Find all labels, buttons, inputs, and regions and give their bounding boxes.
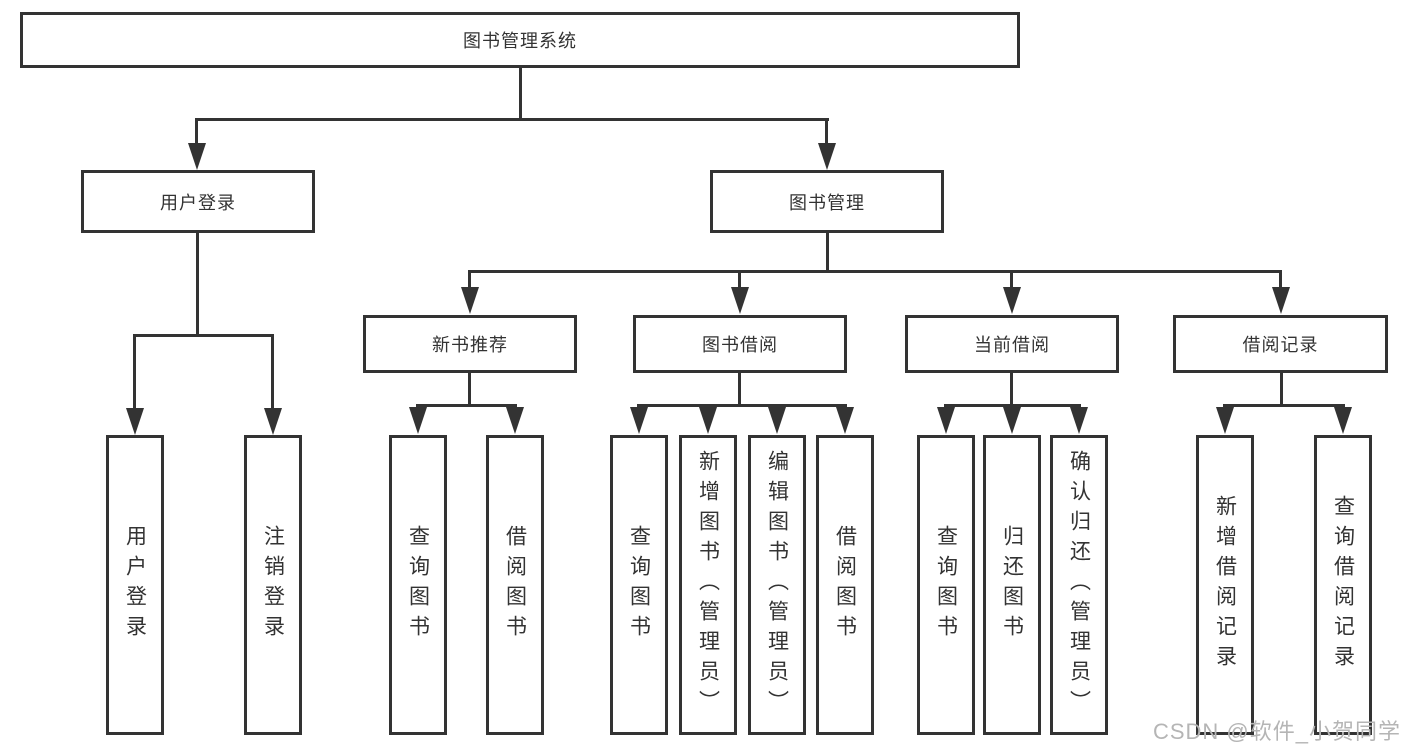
node-book-management: 图书管理 bbox=[710, 170, 944, 233]
leaf-label: 查询图书 bbox=[627, 525, 651, 645]
leaf-label: 借阅图书 bbox=[833, 525, 857, 645]
connector-line bbox=[468, 270, 1282, 273]
connector-line bbox=[195, 118, 198, 146]
node-borrow-records: 借阅记录 bbox=[1173, 315, 1388, 373]
arrow-down-icon bbox=[1003, 287, 1021, 314]
arrow-down-icon bbox=[1334, 407, 1352, 434]
connector-line bbox=[1280, 373, 1283, 407]
leaf-label: 借阅图书 bbox=[503, 525, 527, 645]
node-user-login: 用户登录 bbox=[81, 170, 315, 233]
leaf-query-books-borrow: 查询图书 bbox=[610, 435, 668, 735]
leaf-borrow-books: 借阅图书 bbox=[816, 435, 874, 735]
node-new-book-recommend: 新书推荐 bbox=[363, 315, 577, 373]
leaf-query-books-recommend: 查询图书 bbox=[389, 435, 447, 735]
connector-line bbox=[196, 233, 199, 337]
connector-line bbox=[1279, 270, 1282, 290]
connector-line bbox=[738, 270, 741, 290]
arrow-down-icon bbox=[768, 407, 786, 434]
leaf-label: 用户登录 bbox=[123, 525, 147, 645]
arrow-down-icon bbox=[818, 143, 836, 170]
leaf-label: 查询图书 bbox=[406, 525, 430, 645]
connector-line bbox=[826, 233, 829, 273]
connector-line bbox=[1010, 270, 1013, 290]
connector-line bbox=[519, 68, 522, 121]
leaf-borrow-books-recommend: 借阅图书 bbox=[486, 435, 544, 735]
connector-line bbox=[1223, 404, 1345, 407]
node-book-borrow: 图书借阅 bbox=[633, 315, 847, 373]
leaf-label: 新增图书（管理员） bbox=[696, 450, 720, 720]
connector-line bbox=[738, 373, 741, 407]
csdn-watermark: CSDN @软件_小贺同学 bbox=[1152, 719, 1401, 744]
node-current-borrow: 当前借阅 bbox=[905, 315, 1119, 373]
leaf-add-books-admin: 新增图书（管理员） bbox=[679, 435, 737, 735]
connector-line bbox=[195, 118, 829, 121]
arrow-down-icon bbox=[461, 287, 479, 314]
leaf-label: 编辑图书（管理员） bbox=[765, 450, 789, 720]
arrow-down-icon bbox=[937, 407, 955, 434]
arrow-down-icon bbox=[1216, 407, 1234, 434]
connector-line bbox=[133, 334, 136, 410]
arrow-down-icon bbox=[1003, 407, 1021, 434]
arrow-down-icon bbox=[1070, 407, 1088, 434]
leaf-add-borrow-record: 新增借阅记录 bbox=[1196, 435, 1254, 735]
leaf-label: 注销登录 bbox=[261, 525, 285, 645]
connector-line bbox=[271, 334, 274, 410]
arrow-down-icon bbox=[264, 408, 282, 435]
arrow-down-icon bbox=[731, 287, 749, 314]
leaf-query-books-current: 查询图书 bbox=[917, 435, 975, 735]
connector-line bbox=[1010, 373, 1013, 407]
connector-line bbox=[416, 404, 517, 407]
leaf-query-borrow-record: 查询借阅记录 bbox=[1314, 435, 1372, 735]
connector-line bbox=[825, 118, 828, 146]
connector-line bbox=[637, 404, 847, 407]
leaf-logout: 注销登录 bbox=[244, 435, 302, 735]
connector-line bbox=[944, 404, 1081, 407]
arrow-down-icon bbox=[630, 407, 648, 434]
connector-line bbox=[468, 373, 471, 407]
arrow-down-icon bbox=[126, 408, 144, 435]
arrow-down-icon bbox=[409, 407, 427, 434]
node-root-library-system: 图书管理系统 bbox=[20, 12, 1020, 68]
leaf-label: 查询图书 bbox=[934, 525, 958, 645]
leaf-return-books: 归还图书 bbox=[983, 435, 1041, 735]
leaf-label: 查询借阅记录 bbox=[1331, 495, 1355, 675]
leaf-edit-books-admin: 编辑图书（管理员） bbox=[748, 435, 806, 735]
connector-line bbox=[133, 334, 274, 337]
leaf-user-login: 用户登录 bbox=[106, 435, 164, 735]
leaf-label: 新增借阅记录 bbox=[1213, 495, 1237, 675]
arrow-down-icon bbox=[836, 407, 854, 434]
arrow-down-icon bbox=[506, 407, 524, 434]
arrow-down-icon bbox=[188, 143, 206, 170]
leaf-label: 确认归还（管理员） bbox=[1067, 450, 1091, 720]
leaf-label: 归还图书 bbox=[1000, 525, 1024, 645]
arrow-down-icon bbox=[699, 407, 717, 434]
arrow-down-icon bbox=[1272, 287, 1290, 314]
connector-line bbox=[468, 270, 471, 290]
leaf-confirm-return-admin: 确认归还（管理员） bbox=[1050, 435, 1108, 735]
